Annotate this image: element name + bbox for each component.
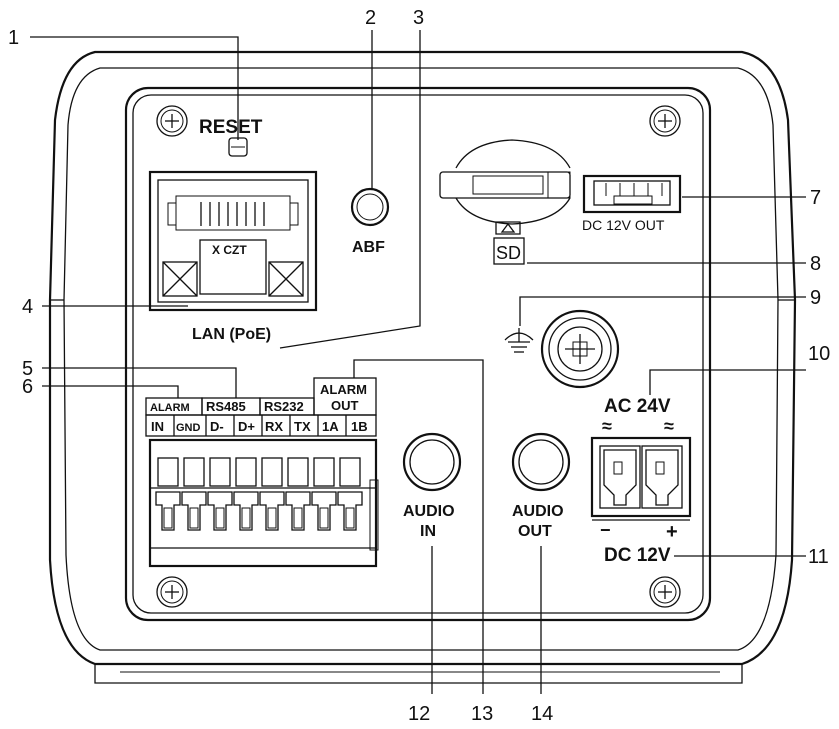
callout-1: 1 — [8, 27, 19, 49]
alarm-out-line1: ALARM — [320, 382, 367, 397]
pin-label-in: IN — [151, 419, 164, 434]
terminal-block: ALARM RS485 RS232 ALARM OUT IN GND D- D+… — [145, 377, 379, 568]
reset-button: RESET — [199, 117, 263, 157]
panel-screws — [156, 105, 681, 608]
callout-6: 6 — [22, 376, 33, 398]
audio-in-label-2: IN — [420, 523, 436, 540]
pin-label-tx: TX — [294, 419, 311, 434]
ac-tilde-right: ≈ — [664, 416, 674, 436]
rj45-marking: X CZT — [212, 243, 247, 257]
screw-top-left — [156, 105, 188, 137]
audio-out-label-2: OUT — [518, 523, 552, 540]
callout-9: 9 — [810, 287, 821, 309]
lan-label: LAN (PoE) — [192, 326, 271, 343]
pin-label-1a: 1A — [322, 419, 339, 434]
alarm-out-line2: OUT — [331, 398, 359, 413]
lan-port: X CZT LAN (PoE) — [148, 170, 318, 343]
callout-leader-lines — [30, 30, 806, 694]
sd-logo: SD — [493, 221, 525, 265]
callout-13: 13 — [471, 703, 493, 725]
rj45-led-left — [162, 261, 198, 297]
callout-14: 14 — [531, 703, 553, 725]
callout-10: 10 — [808, 343, 830, 365]
callout-8: 8 — [810, 253, 821, 275]
callout-11: 11 — [808, 546, 829, 568]
terminal-group-alarm: ALARM — [150, 402, 190, 414]
terminal-group-rs232: RS232 — [264, 399, 304, 414]
pin-label-gnd: GND — [176, 422, 201, 434]
dc12v-out-connector: DC 12V OUT — [582, 174, 682, 233]
power-terminal: AC 24V ≈ ≈ − + DC 12V — [590, 396, 692, 566]
callout-4: 4 — [22, 296, 33, 318]
callout-5: 5 — [22, 358, 33, 380]
screw-top-right — [649, 105, 681, 137]
ac24v-label: AC 24V — [604, 396, 671, 417]
ac-tilde-left: ≈ — [602, 416, 612, 436]
dc12v-label: DC 12V — [604, 545, 671, 566]
callout-7: 7 — [810, 187, 821, 209]
dc-plus-sign: + — [666, 521, 678, 543]
ground-terminal — [504, 309, 620, 389]
callout-12: 12 — [408, 703, 430, 725]
sd-label: SD — [496, 243, 521, 263]
pin-label-1b: 1B — [351, 419, 368, 434]
screw-bottom-right — [649, 576, 681, 608]
terminal-group-rs485: RS485 — [206, 399, 246, 414]
abf-label: ABF — [352, 239, 385, 256]
pin-label-rx: RX — [265, 419, 283, 434]
camera-housing — [48, 50, 797, 684]
rj45-led-right — [268, 261, 304, 297]
dc-minus-sign: − — [600, 520, 611, 540]
callout-2: 2 — [365, 7, 376, 29]
sd-card-slot — [439, 139, 571, 225]
rj45-pins — [200, 202, 265, 226]
reset-label: RESET — [199, 117, 263, 138]
terminal-slots — [157, 457, 361, 487]
dc-out-label: DC 12V OUT — [582, 217, 665, 233]
terminal-clamps — [155, 491, 363, 531]
callout-numbers: 1 2 3 4 5 6 7 8 9 10 11 12 13 14 — [8, 7, 830, 725]
rear-panel-plate — [124, 86, 712, 622]
abf-button: ABF — [350, 187, 390, 256]
audio-in-label-1: AUDIO — [403, 503, 455, 520]
audio-in-jack: AUDIO IN — [402, 432, 462, 540]
callout-3: 3 — [413, 7, 424, 29]
audio-out-jack: AUDIO OUT — [511, 432, 571, 540]
audio-out-label-1: AUDIO — [512, 503, 564, 520]
pin-label-d-minus: D- — [210, 419, 224, 434]
screw-bottom-left — [156, 576, 188, 608]
pin-label-d-plus: D+ — [238, 419, 255, 434]
